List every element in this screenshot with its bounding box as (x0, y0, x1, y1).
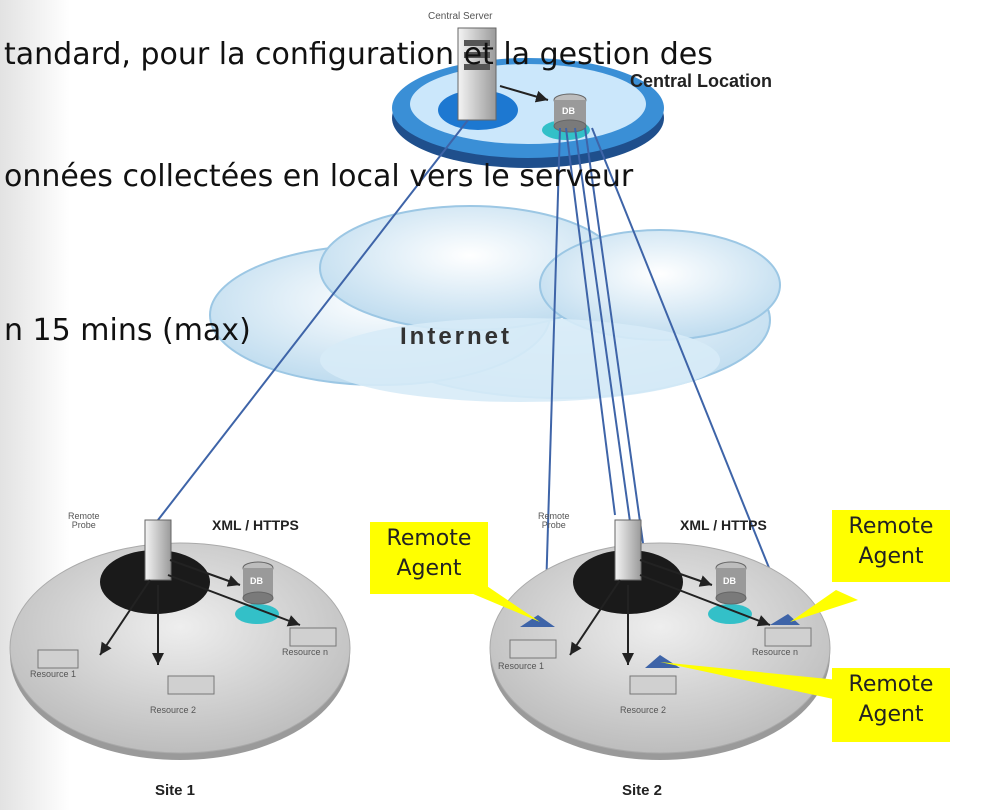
site-2 (489, 519, 831, 760)
site1-protocol-label: XML / HTTPS (212, 517, 299, 533)
site1-resourcen-label: Resource n (282, 647, 329, 657)
site1-label: Site 1 (155, 782, 196, 799)
central-location (392, 27, 664, 168)
site2-protocol-label: XML / HTTPS (680, 517, 767, 533)
site2-resourcen-label: Resource n (752, 647, 799, 657)
central-location-label: Central Location (630, 71, 773, 91)
site2-resource2-label: Resource 2 (620, 705, 667, 715)
site-1 (9, 519, 351, 760)
internet-label: Internet (400, 323, 513, 350)
central-server-label: Central Server (428, 11, 493, 22)
site1-resource2-label: Resource 2 (150, 705, 197, 715)
remote-agent-callout-3: Remote Agent (832, 668, 950, 742)
central-db-label: DB (562, 106, 575, 116)
bullet-line-3: n 15 mins (max) (4, 313, 251, 348)
site2-resource1-label: Resource 1 (498, 661, 545, 671)
site1-probe-label: Remote Probe (68, 511, 100, 530)
remote-agent-callout-2: Remote Agent (832, 510, 950, 582)
site2-probe-label: Remote Probe (538, 511, 570, 530)
site1-db-label: DB (250, 576, 263, 586)
bullet-line-2: onnées collectées en local vers le serve… (4, 159, 634, 194)
remote-agent-callout-1: Remote Agent (370, 522, 488, 594)
site2-db-label: DB (723, 576, 736, 586)
site2-label: Site 2 (622, 782, 663, 799)
internet-cloud (209, 205, 781, 402)
site1-resource1-label: Resource 1 (30, 669, 77, 679)
bullet-line-1: tandard, pour la configuration et la ges… (4, 37, 713, 72)
